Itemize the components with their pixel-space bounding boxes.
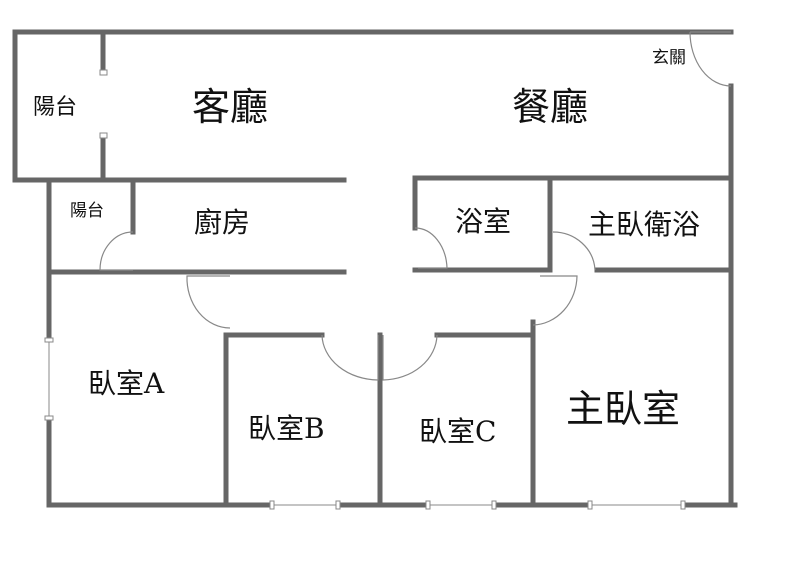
room-label-balcony: 陽台 [33,95,78,120]
room-label-bedroom-a: 臥室A [88,367,165,400]
room-label-bedroom-b: 臥室B [248,412,325,445]
room-label-entrance: 玄關 [652,48,686,68]
room-label-dining-room: 餐廳 [512,85,589,129]
windows [44,69,686,510]
room-label-bathroom: 浴室 [455,205,512,238]
door-balcony-kitchen [99,231,134,271]
door-master-bath [552,231,596,271]
room-label-living-room: 客廳 [192,85,269,129]
door-bedroom-a [186,275,231,329]
room-label-bedroom-c: 臥室C [419,415,497,448]
door-bedroom-c [382,334,438,381]
room-label-kitchen: 廚房 [194,206,251,239]
room-label-master-bathroom: 主臥衛浴 [588,208,701,241]
doors [99,31,732,381]
door-entrance [689,31,732,87]
door-master-bedroom [532,275,578,326]
walls [12,29,738,508]
door-bathroom [414,227,448,269]
room-label-master-bedroom: 主臥室 [566,387,681,431]
room-label-balcony-2: 陽台 [70,201,104,221]
door-bedroom-b [321,334,379,381]
